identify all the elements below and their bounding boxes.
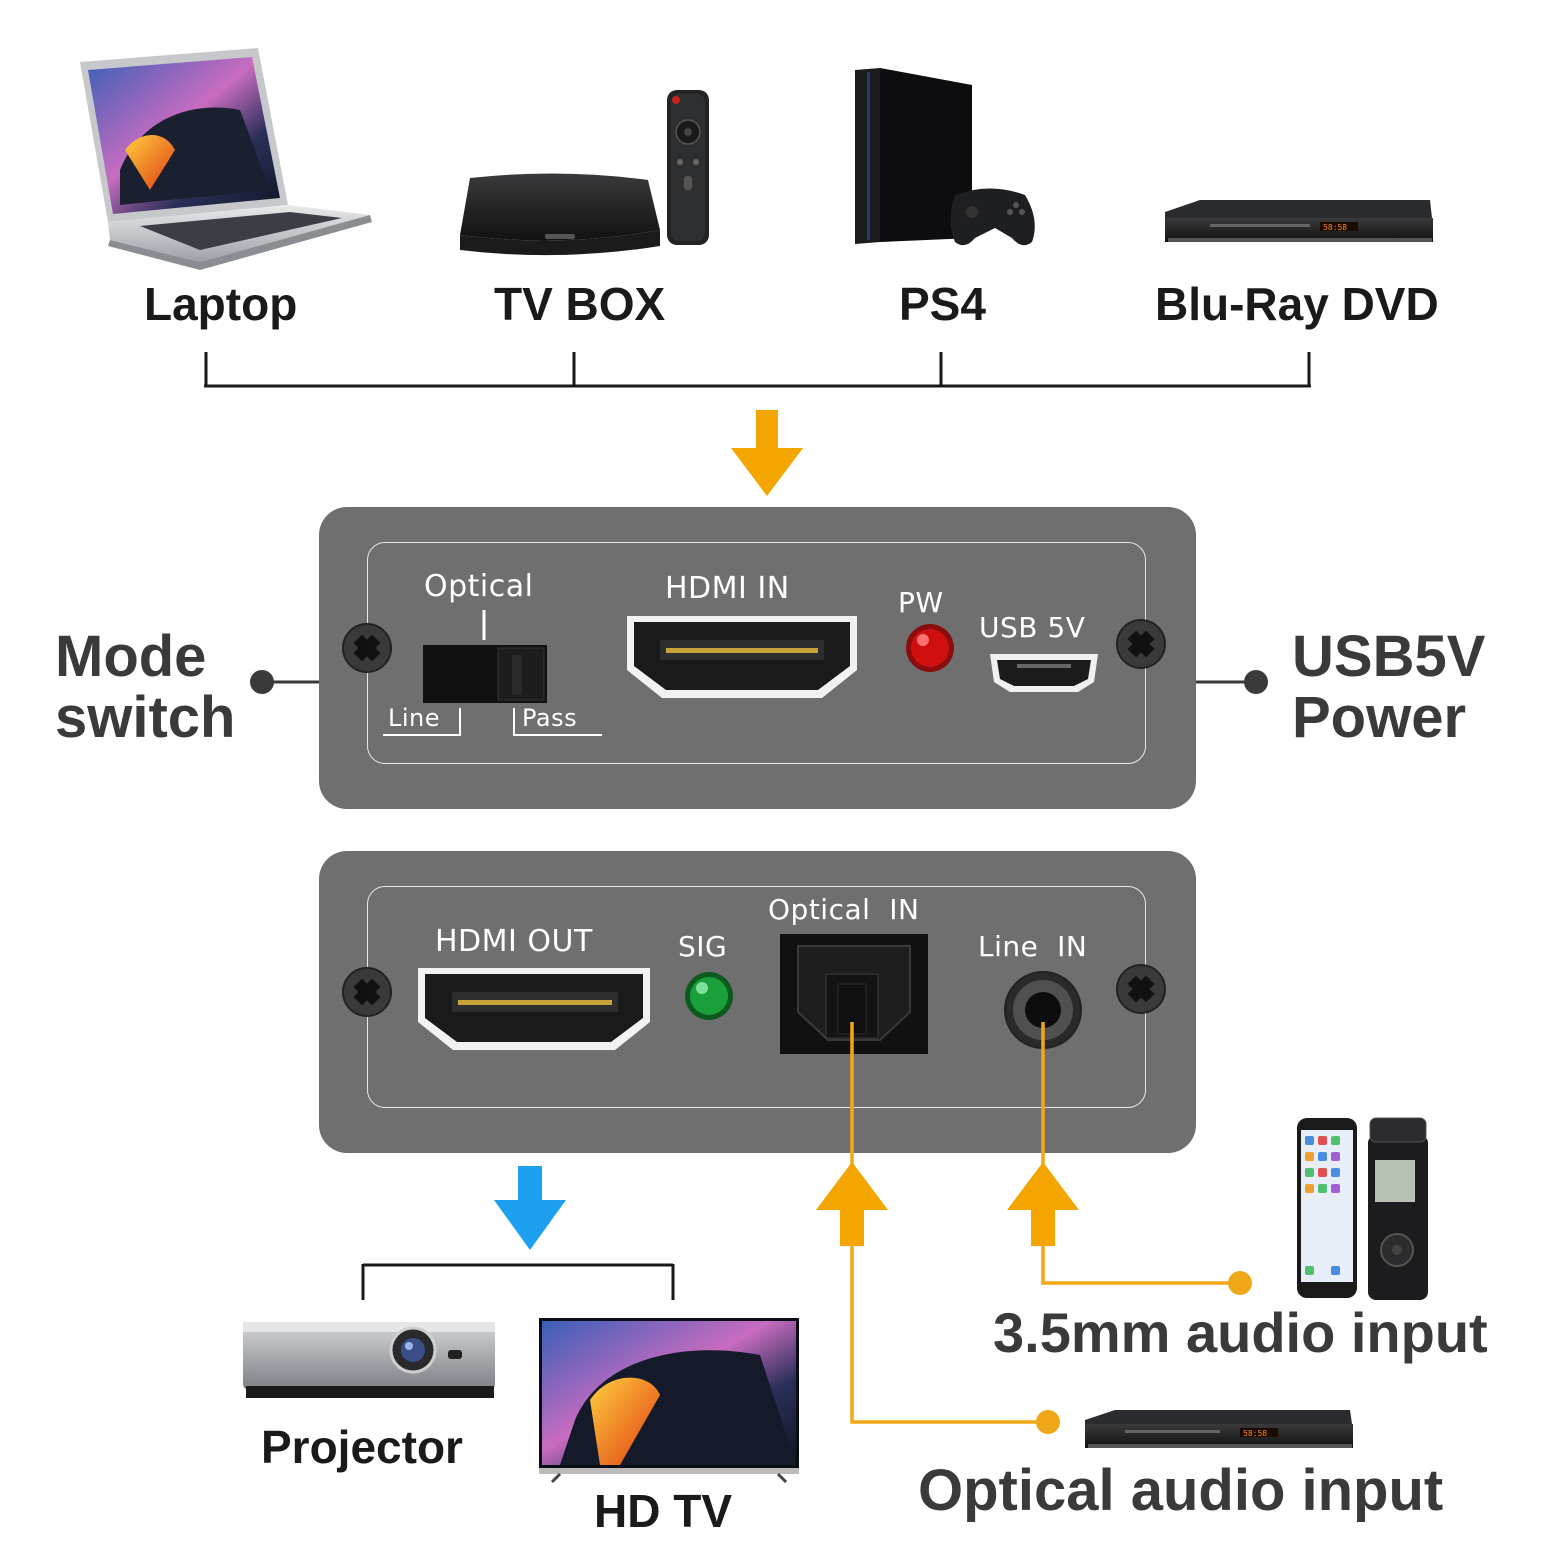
projector-icon — [243, 1322, 495, 1398]
tv-icon — [539, 1318, 799, 1484]
hdmi-out-label: HDMI OUT — [435, 924, 593, 959]
bluray-player-icon: 58:58 — [1085, 1410, 1353, 1448]
line-in-label: Line IN — [978, 930, 1088, 963]
remote-icon — [667, 90, 709, 245]
svg-text:58:58: 58:58 — [1243, 1429, 1267, 1438]
laptop-icon — [80, 48, 372, 270]
output-bracket — [361, 1263, 675, 1300]
line-in-wire-end — [1228, 1271, 1252, 1295]
line-mode-label: Line — [388, 704, 441, 732]
mode-switch-label-line1: Mode — [55, 624, 207, 689]
usb-power-label-line1: USB5V — [1292, 624, 1486, 689]
projector-label: Projector — [261, 1421, 463, 1473]
laptop-label: Laptop — [144, 278, 298, 330]
output-arrow-icon — [494, 1166, 566, 1250]
sig-label: SIG — [678, 930, 728, 963]
audio-35mm-label: 3.5mm audio input — [993, 1301, 1488, 1364]
pw-label: PW — [898, 586, 944, 619]
usb-power-label-line2: Power — [1292, 685, 1467, 750]
bluray-player-icon: 58:58 — [1165, 200, 1433, 242]
gamepad-icon — [950, 188, 1035, 246]
tv-box-label: TV BOX — [494, 278, 666, 330]
optical-audio-label: Optical audio input — [918, 1458, 1444, 1523]
svg-text:58:58: 58:58 — [1323, 223, 1347, 232]
pass-mode-label: Pass — [522, 704, 578, 732]
rear-panel-frame — [367, 886, 1146, 1108]
hdtv-label: HD TV — [594, 1485, 732, 1537]
optical-mode-label: Optical — [424, 569, 534, 604]
bluray-label: Blu-Ray DVD — [1155, 278, 1439, 330]
voice-recorder-icon — [1368, 1117, 1428, 1300]
line-in-arrow-icon — [1007, 1162, 1079, 1246]
optical-wire — [850, 1022, 1048, 1424]
usb-5v-label: USB 5V — [979, 611, 1086, 644]
ps4-label: PS4 — [899, 278, 986, 330]
optical-in-label: Optical IN — [768, 893, 920, 926]
tv-box-icon — [460, 173, 660, 256]
input-arrow-icon — [731, 410, 803, 496]
hdmi-in-label: HDMI IN — [665, 571, 790, 606]
ps4-console-icon — [855, 68, 972, 244]
source-bracket — [204, 352, 1311, 388]
phone-icon — [1297, 1118, 1357, 1298]
optical-wire-end — [1036, 1410, 1060, 1434]
mode-switch-label-line2: switch — [55, 685, 236, 750]
optical-arrow-icon — [816, 1162, 888, 1246]
